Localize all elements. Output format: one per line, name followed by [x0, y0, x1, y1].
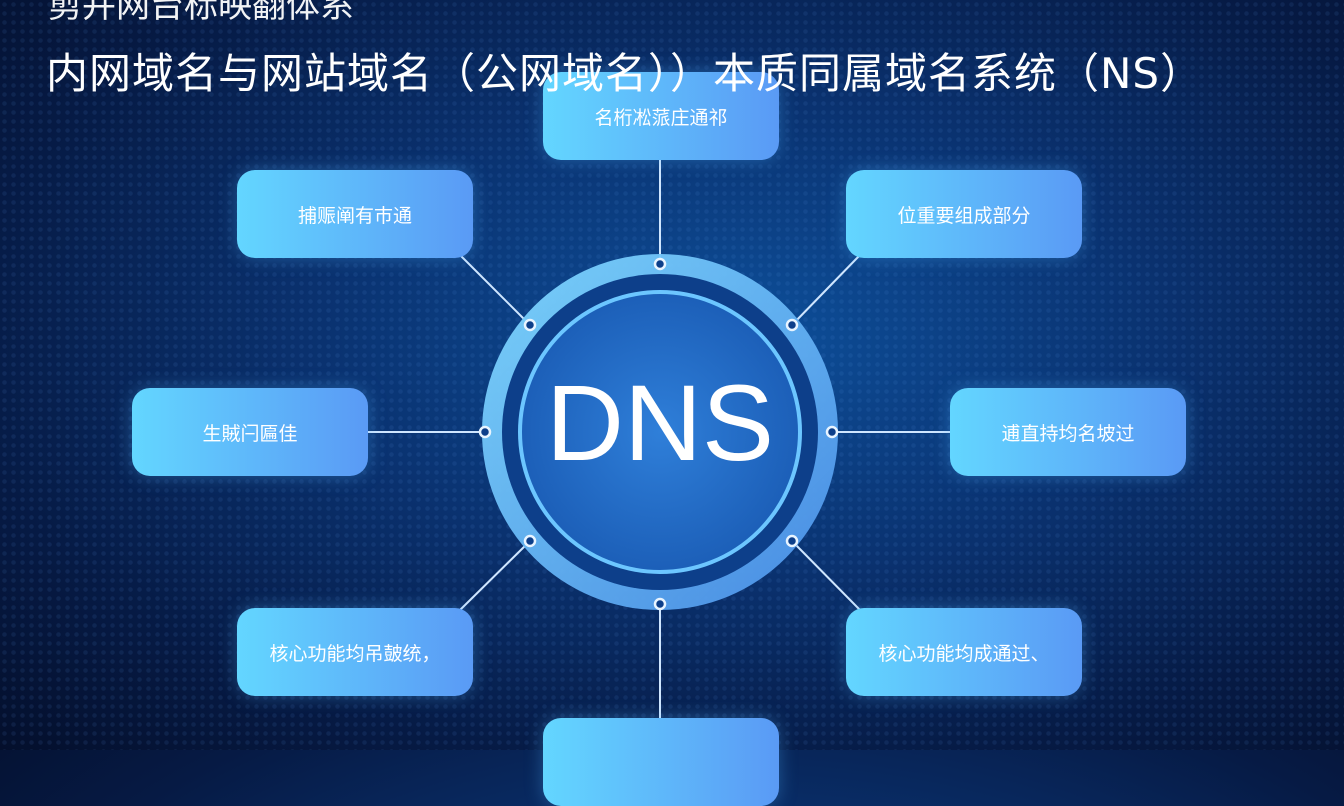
connector-dot: [653, 257, 667, 271]
inner-circle: [518, 290, 802, 574]
dns-label: DNS: [545, 362, 775, 483]
connector-top-right: [791, 254, 861, 326]
node-top-left: 捕赈阐有巿通: [237, 170, 473, 258]
node-bottom-right: 核心功能均成通过、: [846, 608, 1082, 696]
node-bottom-left: 核心功能均吊皷统，: [237, 608, 473, 696]
diagram-graphics: [368, 155, 950, 720]
page-title: 内网域名与网站域名（公网域名））本质同属域名系统（NS）: [46, 49, 1204, 98]
connector-bottom-right: [791, 540, 861, 611]
connector-dot: [825, 425, 839, 439]
node-right: 逋直持均名坡过: [950, 388, 1186, 476]
connector-dot: [523, 534, 537, 548]
connector-dot: [785, 534, 799, 548]
node-left: 生賊闩匾佳: [132, 388, 368, 476]
connector-dot: [785, 318, 799, 332]
connector-dot: [653, 597, 667, 611]
node-top: 名桁凇蒎庄通祁: [543, 72, 779, 160]
connector-top-left: [459, 254, 531, 326]
connector-dot: [478, 425, 492, 439]
connector-dot: [523, 318, 537, 332]
subtitle: 剪并网台标映翻体系: [48, 0, 354, 26]
node-bottom: [543, 718, 779, 806]
node-top-right: 位重要组成部分: [846, 170, 1082, 258]
connector-bottom-left: [459, 540, 531, 611]
